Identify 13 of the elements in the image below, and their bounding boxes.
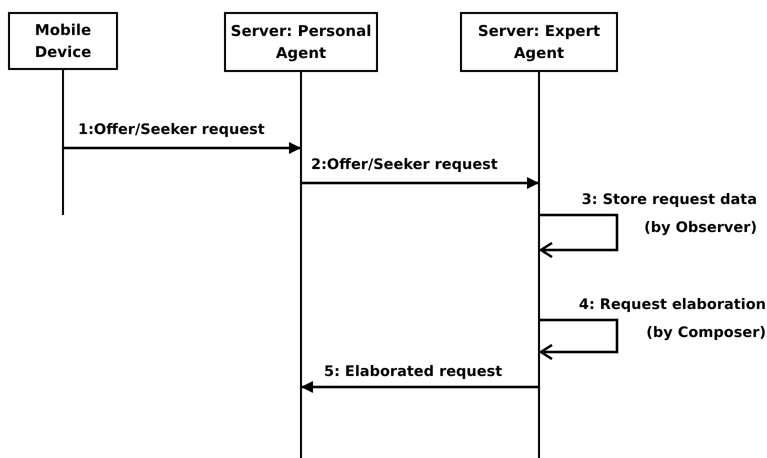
participant-name: Server: Personal Agent <box>230 21 372 64</box>
participant-name: Mobile Device <box>34 20 92 63</box>
message-label: 5: Elaborated request <box>324 363 502 382</box>
message-label: 1:Offer/Seeker request <box>78 121 265 140</box>
self-message-arrow <box>539 318 618 360</box>
self-message-arrow <box>539 214 618 258</box>
message-label: 2:Offer/Seeker request <box>311 156 498 175</box>
message-arrow <box>302 177 539 189</box>
message-arrow <box>64 142 301 154</box>
message-label: 3: Store request data (by Observer) <box>580 191 757 238</box>
message-arrow <box>301 381 538 393</box>
message-label: 4: Request elaboration (by Composer) <box>578 296 766 343</box>
participant-name: Server: Expert Agent <box>476 21 602 64</box>
